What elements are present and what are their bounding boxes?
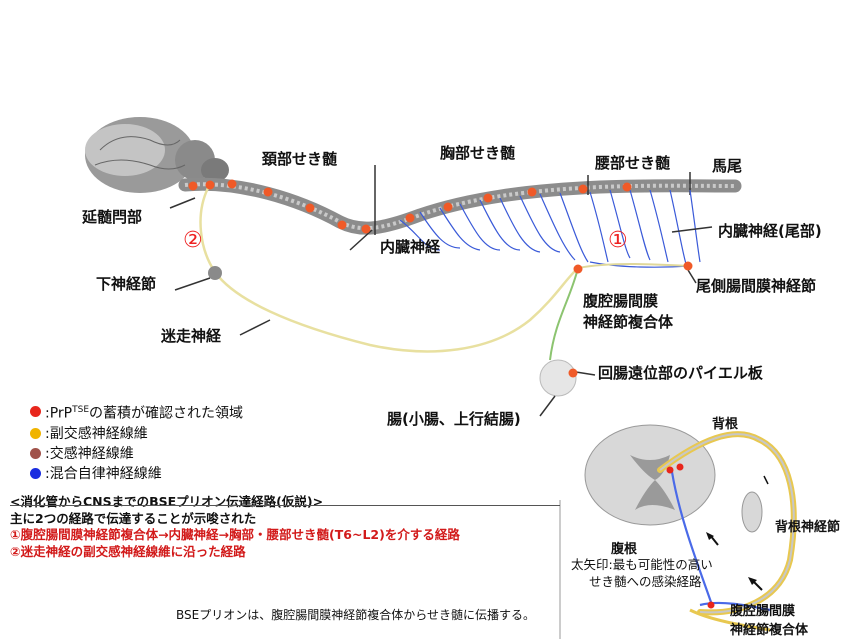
nodose-ganglion [208,266,222,280]
label-peyer: 回腸遠位部のパイエル板 [598,364,763,382]
caption-block: <消化管からCNSまでのBSEプリオン伝達経路(仮説)> 主に2つの経路で伝達す… [10,494,460,560]
legend-text: :PrPTSEの蓄積が確認された領域 [45,405,244,422]
label-intestine: 腸(小腸、上行結腸) [387,410,521,428]
label-cauda: 馬尾 [712,157,743,175]
inset-dorsal-root-ganglion: 背根神経節 [775,520,841,535]
label-nodose: 下神経節 [96,275,157,293]
legend-text: :混合自律神経線維 [45,465,162,482]
label-splanchnic-tail: 内臓神経(尾部) [718,222,822,240]
brown-dot-icon [30,448,41,460]
prp-deposit-dots [188,179,693,378]
legend-item: :混合自律神経線維 [30,464,243,484]
label-celiac-2: 神経節複合体 [583,313,674,331]
legend-item: :PrPTSEの蓄積が確認された領域 [30,400,243,424]
brain-shape [85,117,229,193]
label-thoracic: 胸部せき髄 [440,144,516,162]
caption-title: <消化管からCNSまでのBSEプリオン伝達経路(仮説)> [10,494,324,509]
footer-note: BSEプリオンは、腹腔腸間膜神経節複合体からせき髄に伝播する。 [176,608,535,622]
inset-dorsal-root: 背根 [712,417,739,432]
yellow-dot-icon [30,428,41,440]
caption-line: 主に2つの経路で伝達することが示唆された [10,510,257,526]
inset-arrow-note: 太矢印:最も可能性の高い せき髄への感染経路 [571,557,713,589]
label-lumbar: 腰部せき髄 [595,154,671,172]
label-caudal-mesenteric: 尾側腸間膜神経節 [696,277,817,295]
caption-route-1: ①腹腔腸間膜神経節複合体→内臓神経→胸部・腰部せき髄(T6~L2)を介する経路 [10,527,460,542]
legend: :PrPTSEの蓄積が確認された領域 :副交感神経線維 :交感神経線維 :混合自… [30,400,243,484]
label-celiac-1: 腹腔腸間膜 [583,292,659,310]
label-vagus: 迷走神経 [161,327,222,345]
label-splanchnic: 内臓神経 [380,238,441,256]
inset-ventral-root: 腹根 [611,542,638,557]
red-dot-icon [30,406,41,418]
spinal-cross-section [584,424,797,632]
caption-route-2: ②迷走神経の副交感神経線維に沿った経路 [10,543,246,559]
route-2-marker: ② [183,228,203,253]
label-obex: 延髄閂部 [82,208,143,226]
legend-item: :交感神経線維 [30,444,243,464]
route-1-marker: ① [608,228,628,253]
inset-celiac-2: 神経節複合体 [730,623,809,638]
legend-item: :副交感神経線維 [30,424,243,444]
blue-dot-icon [30,468,41,480]
peyer-patch [539,359,577,397]
vagus-nerve [199,187,579,353]
legend-text: :副交感神経線維 [45,425,148,442]
legend-text: :交感神経線維 [45,445,134,462]
label-cervical: 頚部せき髄 [262,150,338,168]
inset-celiac-1: 腹腔腸間膜 [730,604,796,619]
